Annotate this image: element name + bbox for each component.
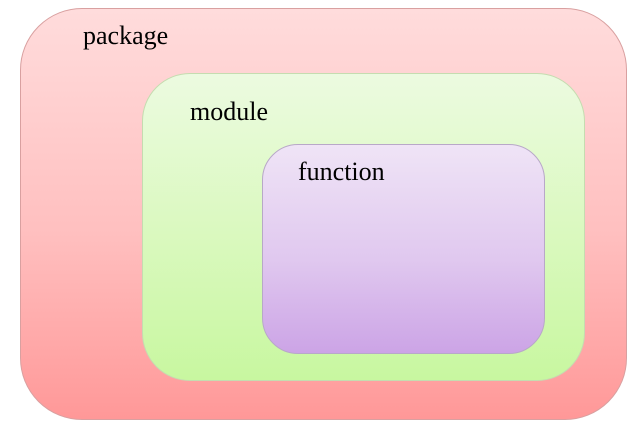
function-label: function [298, 157, 385, 186]
function-container: function [262, 144, 545, 354]
module-label: module [190, 97, 268, 126]
package-label: package [83, 21, 169, 50]
package-container: package module function [20, 8, 627, 420]
module-container: module function [142, 73, 585, 381]
